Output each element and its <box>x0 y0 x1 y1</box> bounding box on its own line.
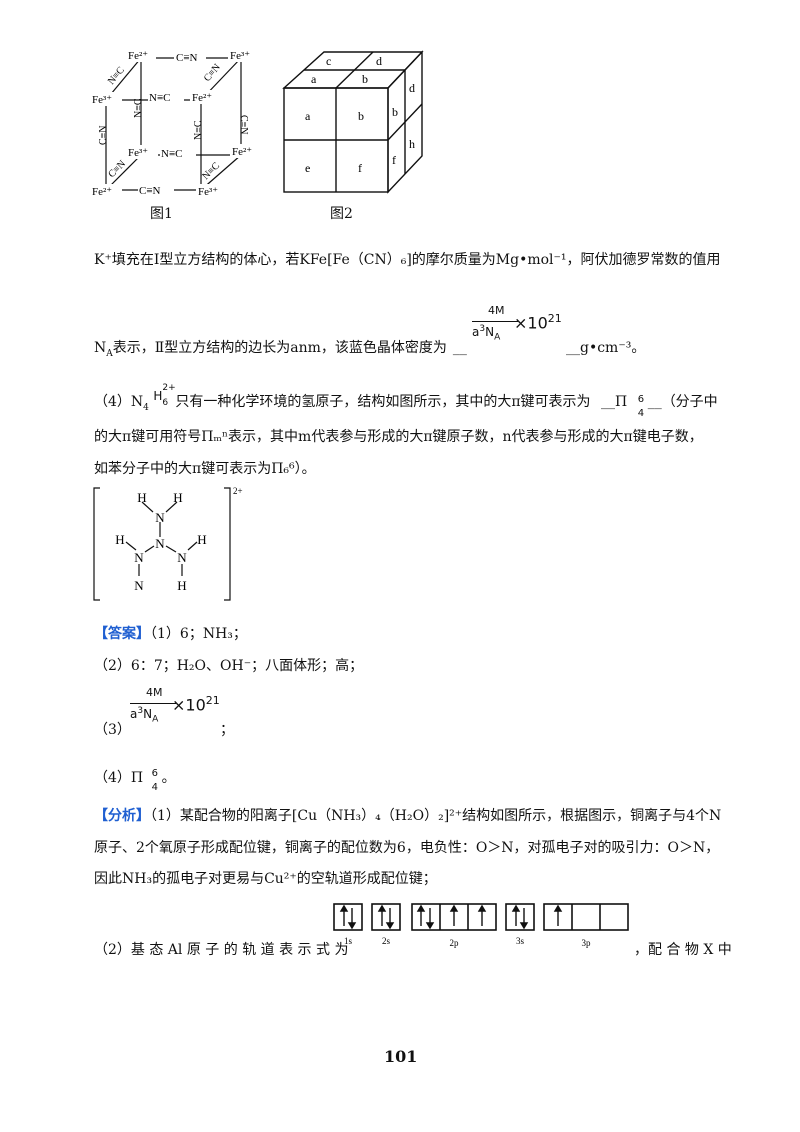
fe-bot-right-label: Fe²⁺ <box>232 146 252 158</box>
formula-exponent: 21 <box>547 312 562 325</box>
cn-mid-label: N≡C <box>149 92 170 104</box>
n4h6-structure: H H N H N N H N N H 2+ <box>93 486 243 601</box>
paragraph-2: NA表示，Ⅱ型立方结构的边长为anm，该蓝色晶体密度为__ <box>94 340 467 359</box>
analysis-line-4-start: （2）基 态 Al 原 子 的 轨 道 表 示 式 为 <box>94 942 349 958</box>
analysis-line-4-end: ，配 合 物 X 中 <box>634 942 732 958</box>
orbital-label-3p: 3p <box>582 938 592 948</box>
side-cell-h: h <box>409 137 415 151</box>
atom-n: N <box>177 550 187 565</box>
figure1-caption: 图1 <box>150 206 173 222</box>
side-cell-b: b <box>392 105 398 119</box>
formula-times: ×10 <box>514 313 548 333</box>
orbital-label-3s: 3s <box>516 936 525 946</box>
fe-top-right-label: Fe³⁺ <box>230 50 250 62</box>
top-cell-d: d <box>376 54 382 68</box>
answer-line-1: 【答案】（1）6；NH₃； <box>94 626 247 642</box>
cn-bottom-mid-label: N≡C <box>161 148 182 160</box>
svg-text:C≡N: C≡N <box>98 125 109 145</box>
figure2-cube-diagram: c d a b a b e f d b h f <box>282 50 424 194</box>
orbital-label-1s: 1s <box>344 936 353 946</box>
paragraph-5: 如苯分子中的大π键可表示为Π₆⁶）。 <box>94 461 316 477</box>
atom-h: N <box>134 578 144 593</box>
formula-denominator: a3NA <box>472 324 501 343</box>
figure1-prussian-blue-cube: Fe²⁺ Fe³⁺ C≡N Fe³⁺ N≡C Fe²⁺ Fe³⁺ N≡C Fe²… <box>90 48 264 198</box>
atom-h: H <box>177 578 186 593</box>
formula-numerator: 4M <box>488 304 505 317</box>
fe-bot-far-label: Fe³⁺ <box>198 186 218 198</box>
svg-text:N≡C: N≡C <box>133 98 144 118</box>
al-orbital-diagram: 1s 2s 2p 3s 3p <box>333 903 629 948</box>
fe-bot-left-label: Fe²⁺ <box>92 186 112 198</box>
front-cell-f: f <box>358 161 362 175</box>
cn-top-label: C≡N <box>176 52 198 64</box>
cn-bottom-label: C≡N <box>139 185 161 197</box>
side-cell-d: d <box>409 81 415 95</box>
fe-bot-inner-label: Fe³⁺ <box>128 147 148 159</box>
atom-n: N <box>134 550 144 565</box>
page-number: 101 <box>384 1047 418 1066</box>
atom-n: N <box>155 510 165 525</box>
density-formula: 4M a3NA ×1021 <box>468 304 588 344</box>
structure-charge: 2+ <box>233 486 243 496</box>
fe-mid-center-label: Fe²⁺ <box>192 92 212 104</box>
top-cell-c: c <box>326 54 331 68</box>
svg-text:C≡N: C≡N <box>106 159 128 181</box>
front-cell-e: e <box>305 161 310 175</box>
analysis-line-2: 原子、2个氧原子形成配位键，铜离子的配位数为6，电负性：O＞N，对孤电子对的吸引… <box>94 840 720 856</box>
fe-top-left-label: Fe²⁺ <box>128 50 148 62</box>
svg-text:N≡C: N≡C <box>106 65 127 87</box>
fe-mid-left-label: Fe³⁺ <box>92 94 112 106</box>
density-unit: __g•cm⁻³。 <box>566 340 646 356</box>
top-cell-a: a <box>311 72 317 86</box>
paragraph-4: 的大π键可用符号Πₘⁿ表示，其中m代表参与形成的大π键原子数，n代表参与形成的大… <box>94 429 703 445</box>
answer-line-3-suffix: ； <box>220 722 234 738</box>
svg-text:N≡C: N≡C <box>200 160 222 182</box>
answer-line-2: （2）6：7；H₂O、OH⁻；八面体形；高； <box>94 658 364 674</box>
svg-text:N≡C: N≡C <box>193 120 204 140</box>
atom-h: H <box>137 490 146 505</box>
orbital-label-2s: 2s <box>382 936 391 946</box>
orbital-label-2p: 2p <box>450 938 460 948</box>
paragraph-1: K⁺填充在Ⅰ型立方结构的体心，若KFe[Fe（CN）₆]的摩尔质量为Mg•mol… <box>94 252 721 268</box>
svg-text:C≡N: C≡N <box>238 115 249 135</box>
side-cell-f: f <box>392 153 396 167</box>
answer-formula: 4M a3NA ×1021 <box>130 686 220 725</box>
figure2-caption: 图2 <box>330 206 353 222</box>
answer-line-4: （4）Π 6 4 。 <box>94 768 176 793</box>
analysis-line-1: 【分析】（1）某配合物的阳离子[Cu（NH₃）₄（H₂O）₂]²⁺结构如图所示，… <box>94 808 722 824</box>
atom-h: H <box>173 490 182 505</box>
atom-n: N <box>155 536 165 551</box>
answer-line-3-prefix: （3） <box>94 722 131 738</box>
top-cell-b: b <box>362 72 368 86</box>
front-cell-a: a <box>305 109 311 123</box>
atom-h: H <box>115 532 124 547</box>
analysis-line-3: 因此NH₃的孤电子对更易与Cu²⁺的空轨道形成配位键； <box>94 871 437 887</box>
atom-h: H <box>197 532 206 547</box>
front-cell-b: b <box>358 109 364 123</box>
